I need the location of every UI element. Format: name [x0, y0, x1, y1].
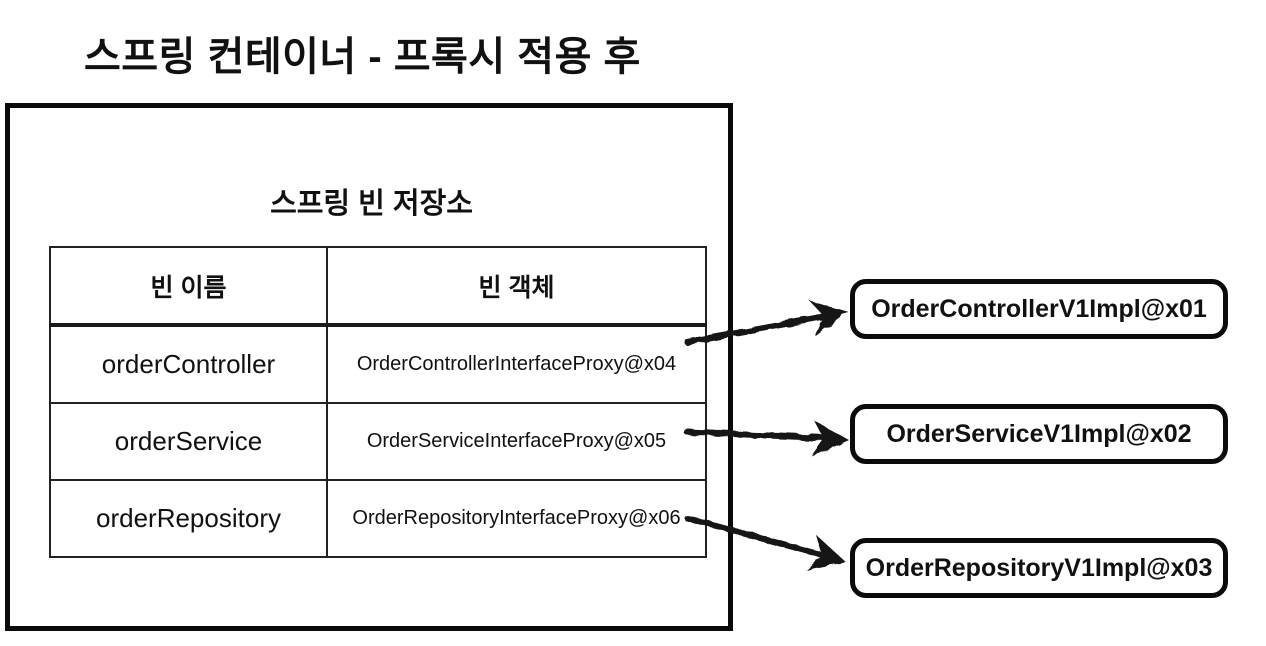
target-box-order-repository-impl: OrderRepositoryV1Impl@x03 [850, 538, 1228, 598]
bean-name-cell: orderController [49, 324, 328, 404]
table-row: orderRepository OrderRepositoryInterface… [49, 479, 707, 558]
table-row: orderController OrderControllerInterface… [49, 324, 707, 404]
target-box-order-service-impl: OrderServiceV1Impl@x02 [850, 404, 1228, 464]
bean-name-cell: orderRepository [49, 479, 328, 558]
target-box-order-controller-impl: OrderControllerV1Impl@x01 [850, 279, 1228, 339]
bean-table-header-row: 빈 이름 빈 객체 [49, 246, 707, 327]
diagram-title: 스프링 컨테이너 - 프록시 적용 후 [84, 35, 641, 79]
bean-store-heading: 스프링 빈 저장소 [270, 188, 473, 220]
bean-object-header: 빈 객체 [326, 246, 707, 327]
bean-object-cell: OrderControllerInterfaceProxy@x04 [326, 324, 707, 404]
bean-object-cell: OrderRepositoryInterfaceProxy@x06 [326, 479, 707, 558]
table-row: orderService OrderServiceInterfaceProxy@… [49, 402, 707, 481]
bean-table: 빈 이름 빈 객체 orderController OrderControlle… [49, 246, 707, 558]
spring-container-box: 스프링 빈 저장소 빈 이름 빈 객체 orderController Orde… [5, 103, 733, 631]
bean-name-cell: orderService [49, 402, 328, 481]
bean-object-cell: OrderServiceInterfaceProxy@x05 [326, 402, 707, 481]
bean-name-header: 빈 이름 [49, 246, 328, 327]
